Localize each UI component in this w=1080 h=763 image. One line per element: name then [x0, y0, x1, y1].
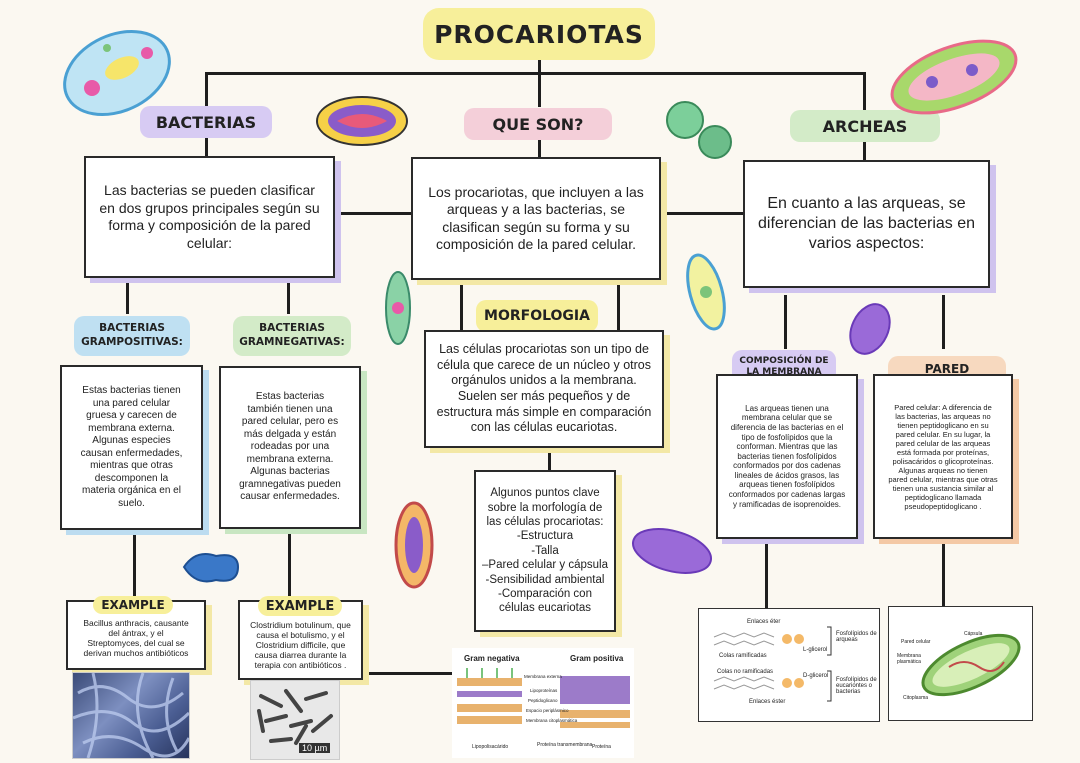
- bacterium-illustration-striped: [316, 96, 408, 146]
- cell-diagram: [921, 633, 1021, 697]
- gram-label-1: Membrana externa: [524, 674, 562, 679]
- pared-box: Pared celular: A diferencia de las bacte…: [873, 374, 1013, 539]
- bacillus-illustration-top-right: [890, 39, 1018, 115]
- connector-gram-pos-down: [126, 280, 129, 314]
- connector-gp-example: [133, 530, 136, 600]
- membrane-label-4: Fosfolípidos de arqueas: [836, 631, 877, 643]
- cell-label-1: Pared celular: [901, 639, 931, 645]
- que-son-description-box: Los procariotas, que incluyen a las arqu…: [411, 157, 661, 280]
- grampositivas-description: Estas bacterias tienen una pared celular…: [80, 385, 183, 509]
- morfologia-description: Las células procariotas son un tipo de c…: [436, 342, 652, 435]
- connector-morf-left: [460, 280, 463, 330]
- cell-figure: Pared celular Cápsula Membrana plasmátic…: [888, 606, 1033, 721]
- connector-right-down: [863, 72, 866, 110]
- clostridium-cells: [257, 689, 333, 745]
- gram-figure: Gram negativa Gram positiva Membrana ext…: [452, 648, 634, 758]
- gram-label-5: Membrana citoplasmática: [526, 718, 578, 723]
- connector-comp-to-membrane: [765, 540, 768, 608]
- archeas-description: En cuanto a las arqueas, se diferencian …: [757, 195, 976, 252]
- membrane-label-3: L-glicerol: [803, 647, 828, 653]
- composicion-description: Las arqueas tienen una membrana celular …: [728, 403, 846, 509]
- gramnegativas-box: Estas bacterias también tienen una pared…: [219, 366, 361, 529]
- gram-label-4: Espacio periplásmico: [526, 708, 569, 713]
- gram-legend-3: Proteína: [592, 744, 611, 750]
- morfologia-description-box: Las células procariotas son un tipo de c…: [424, 330, 664, 448]
- connector-queson-box-down: [538, 135, 541, 157]
- membrane-label-6: D-glicerol: [803, 673, 829, 679]
- gram-legend-1: Lipopolisacárido: [472, 744, 509, 750]
- heading-morfologia: MORFOLOGIA: [476, 300, 598, 332]
- cell-label-4: Citoplasma: [903, 695, 929, 701]
- spiral-bacterium-illustration: [394, 501, 434, 589]
- membrane-label-1: Enlaces éter: [747, 619, 781, 625]
- clostridium-micrograph: 10 µm: [250, 680, 340, 760]
- connector-bacterias-box-down: [205, 135, 208, 157]
- puntos-clave-description: Algunos puntos clave sobre la morfología…: [482, 487, 608, 615]
- connector-gn-example: [288, 530, 291, 600]
- heading-grampositivas: BACTERIAS GRAMPOSITIVAS:: [74, 316, 190, 356]
- connector-top-horizontal: [205, 72, 865, 75]
- grampositivas-box: Estas bacterias tienen una pared celular…: [60, 365, 203, 530]
- page-title: PROCARIOTAS: [423, 8, 655, 60]
- heading-que-son: QUE SON?: [464, 108, 612, 140]
- euglena-illustration: [385, 271, 411, 345]
- archeas-description-box: En cuanto a las arqueas, se diferencian …: [743, 160, 990, 288]
- heading-archeas: ARCHEAS: [790, 110, 940, 142]
- connector-morf-to-puntos: [548, 445, 551, 473]
- membrane-lipids-diagram: [713, 626, 832, 702]
- membrane-figure: Enlaces éter Colas ramificadas L-glicero…: [698, 608, 880, 722]
- example1-description: Bacillus anthracis, causante del ántrax,…: [83, 617, 189, 659]
- heading-example2: EXAMPLE: [258, 596, 342, 616]
- bacterias-description-box: Las bacterias se pueden clasificar en do…: [84, 156, 335, 278]
- connector-pared-to-cell: [942, 540, 945, 608]
- gram-negative-title: Gram negativa: [464, 654, 520, 663]
- puntos-clave-box: Algunos puntos clave sobre la morfología…: [474, 470, 616, 632]
- pared-description: Pared celular: A diferencia de las bacte…: [888, 402, 998, 511]
- bacillus-filaments: [73, 673, 189, 758]
- membrane-label-5: Colas no ramificadas: [717, 669, 774, 675]
- connector-pared-down: [942, 295, 945, 349]
- gram-legend-2: Proteína transmembrana: [537, 742, 593, 748]
- coccus-cluster-illustration: [666, 101, 732, 159]
- heading-gramnegativas: BACTERIAS GRAMNEGATIVAS:: [233, 316, 351, 356]
- example2-description: Clostridium botulinum, que causa el botu…: [250, 619, 351, 671]
- bacterias-description: Las bacterias se pueden clasificar en do…: [99, 182, 320, 251]
- micro-scale-label: 10 µm: [299, 743, 331, 753]
- que-son-description: Los procariotas, que incluyen a las arqu…: [428, 183, 644, 253]
- gram-wall-diagram: [457, 668, 630, 728]
- membrane-label-2: Colas ramificadas: [719, 653, 767, 659]
- connector-ex2-to-gram: [360, 672, 455, 675]
- connector-archeas-box-down: [863, 140, 866, 162]
- heading-example1: EXAMPLE: [93, 596, 173, 614]
- paramecium-illustration-right: [686, 253, 726, 331]
- example2-box: Clostridium botulinum, que causa el botu…: [238, 600, 363, 680]
- gram-positive-title: Gram positiva: [570, 654, 624, 663]
- connector-comp-down: [784, 295, 787, 349]
- connector-mid-down: [538, 72, 541, 107]
- bacillus-micrograph: [72, 672, 190, 759]
- cell-label-3: Membrana plasmática: [897, 653, 921, 665]
- membrane-label-8: Fosfolípidos de eucariontes o bacterias: [836, 677, 877, 695]
- connector-gram-neg-down: [287, 280, 290, 314]
- gram-label-2: Lipoproteínas: [530, 688, 558, 693]
- gram-label-3: Peptidoglicano: [528, 698, 558, 703]
- cell-label-2: Cápsula: [964, 631, 983, 637]
- composicion-box: Las arqueas tienen una membrana celular …: [716, 374, 858, 539]
- paramecium-illustration-top-left: [63, 29, 171, 117]
- connector-morf-right: [617, 280, 620, 330]
- gramnegativas-description: Estas bacterias también tienen una pared…: [239, 391, 341, 503]
- purple-bacillus-illustration: [632, 528, 712, 574]
- connector-title-down: [538, 58, 541, 74]
- connector-left-down: [205, 72, 208, 110]
- blue-bacillus-illustration: [182, 553, 240, 583]
- membrane-label-7: Enlaces éster: [749, 699, 786, 705]
- purple-coccus-illustration: [849, 303, 891, 355]
- heading-bacterias: BACTERIAS: [140, 106, 272, 138]
